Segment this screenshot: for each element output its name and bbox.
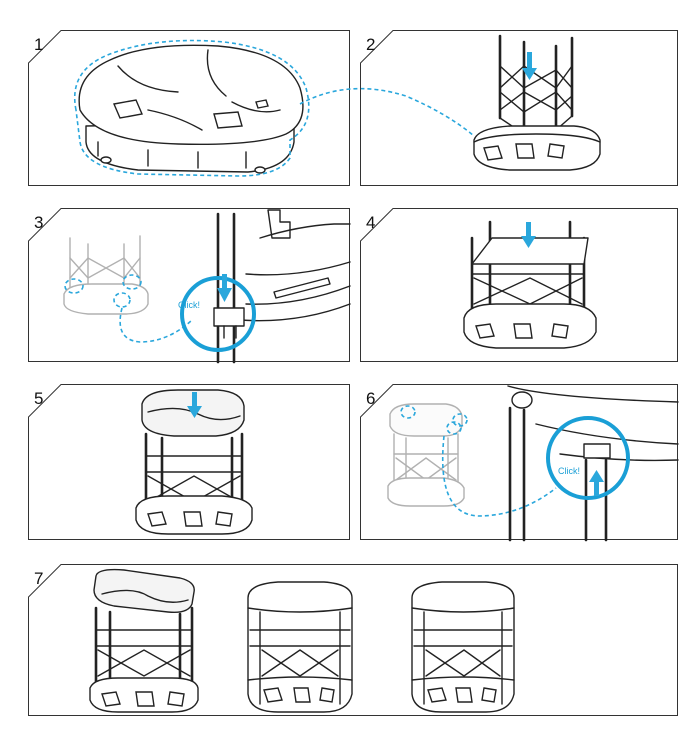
clip-highlight-left [400,405,416,419]
assembly-faded [63,235,149,315]
storage-lid [78,44,304,174]
guide-dashed-arrow [119,307,193,343]
base-station [473,125,601,171]
step-number: 5 [34,389,44,408]
lid-outline-highlight [74,39,310,177]
guide-dashed-arrow [441,435,557,517]
step-number: 3 [34,213,44,232]
step-1-illustration [28,30,475,186]
arrow-down-shaft [526,222,531,238]
step-number: 2 [366,35,376,54]
clip-highlight-far [122,274,142,290]
assembled-station-lid-open [89,568,199,713]
step-5-illustration [28,384,350,540]
clip-highlight-far [452,413,468,427]
arrow-down-head [187,406,202,418]
step-3-panel: 3 Click! [28,208,351,364]
step-7-illustration [28,564,678,716]
step-4-illustration [360,208,678,362]
detail-closeup [213,209,351,364]
click-highlight-ring [180,276,256,352]
step-number: 6 [366,389,376,408]
step-1-panel: 1 [28,30,475,186]
frame-with-shelf [463,220,597,349]
folding-frame [498,34,574,136]
step-number: 4 [366,213,376,232]
arrow-down-shaft [527,52,532,70]
step-number: 7 [34,569,44,588]
step-2-panel: 2 [360,30,678,186]
step-2-illustration [360,30,678,186]
click-callout: Click! [178,300,200,310]
arrow-down-shaft [192,392,197,408]
arrow-down-shaft [222,274,227,290]
arrow-up-shaft [594,480,599,496]
clip-highlight-left [64,278,84,294]
detail-closeup [507,385,679,542]
step-5-panel: 5 [28,384,350,540]
arrow-up-head [589,470,604,482]
step-number: 1 [34,35,44,54]
assembled-station-final [411,581,515,713]
guide-dashed-arrow [299,87,475,137]
step-6-illustration [360,384,679,542]
step-7-panel: 7 [28,564,678,716]
arrow-down-head [217,288,232,302]
click-highlight-ring [546,416,630,500]
step-6-panel: 6 Click! [360,384,679,542]
click-callout: Click! [558,466,580,476]
clip-highlight-right [113,292,131,308]
assembled-station-closed [247,581,353,713]
step-3-illustration [28,208,351,364]
assembly-faded [387,403,465,507]
arrow-down-head [521,236,536,248]
step-4-panel: 4 [360,208,678,362]
arrow-down-head [522,68,537,80]
